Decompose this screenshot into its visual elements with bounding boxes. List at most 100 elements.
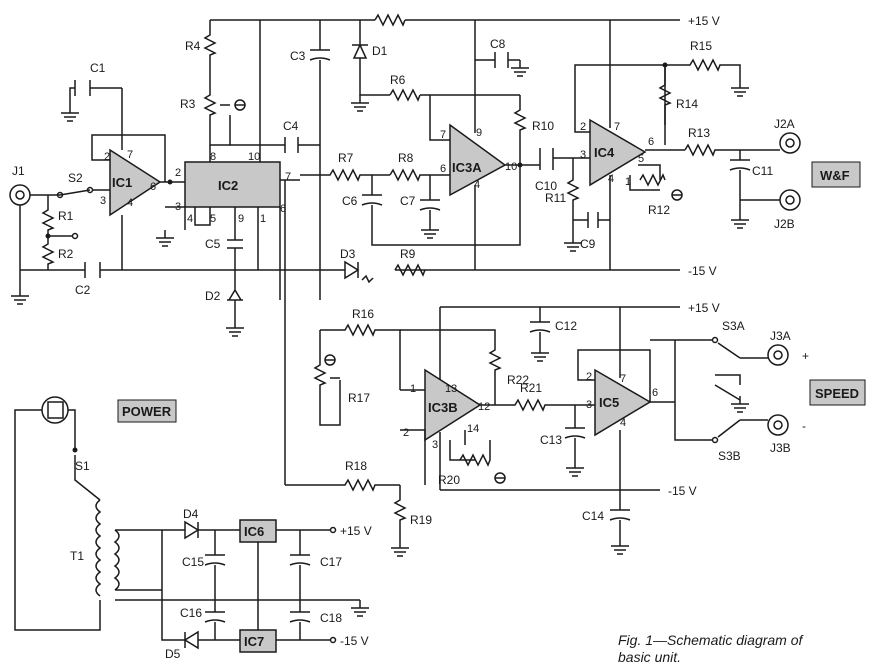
rail-minus15-label: -15 V [688,264,717,278]
capacitor-c10: C10 [535,148,590,193]
svg-text:J2A: J2A [774,117,795,131]
svg-text:+15 V: +15 V [340,524,372,538]
svg-text:POWER: POWER [122,404,172,419]
svg-text:R16: R16 [352,307,374,321]
chip-ic7: IC7 -15 V [239,629,369,653]
power-plug: S1 [14,396,101,631]
svg-text:10: 10 [505,161,517,173]
capacitor-c16: C16 [180,600,226,640]
svg-text:IC7: IC7 [244,634,264,649]
svg-text:1: 1 [410,383,416,395]
svg-text:7: 7 [614,121,620,133]
svg-text:IC2: IC2 [218,178,238,193]
svg-text:S3B: S3B [718,449,741,463]
resistor-r3: R3 [180,20,261,162]
svg-text:4: 4 [187,213,193,225]
chip-ic6: IC6 +15 V [239,519,372,543]
svg-text:D2: D2 [205,289,221,303]
capacitor-c14: C14 [582,490,631,555]
jack-j2a: J2A [774,117,801,154]
svg-text:5: 5 [210,213,216,225]
svg-text:+: + [802,349,809,363]
resistor-r4: R4 [185,20,217,80]
resistor-r8: R8 [389,151,450,182]
svg-text:6: 6 [280,203,286,215]
svg-text:2: 2 [104,151,110,163]
switch-s3: S3A S3B [711,319,768,463]
svg-text:C16: C16 [180,606,202,620]
svg-text:SPEED: SPEED [815,386,859,401]
resistor-r19: R19 [390,485,432,557]
caption-line-1: Fig. 1—Schematic diagram of [618,632,803,648]
svg-text:IC1: IC1 [112,175,132,190]
capacitor-c9: C9 [563,212,610,252]
svg-text:R9: R9 [400,247,416,261]
diode-d3: D3 [340,247,374,284]
svg-text:-: - [802,419,806,433]
capacitor-c8: C8 [475,37,530,77]
svg-text:6: 6 [652,387,658,399]
capacitor-c15: C15 [182,530,226,600]
svg-text:7: 7 [127,149,133,161]
rail-minus15-mid: -15 V [440,484,697,498]
svg-text:2: 2 [586,371,592,383]
resistor-r17: R17 [313,330,370,426]
resistor-r18: R18 [284,180,400,492]
svg-text:C3: C3 [290,49,306,63]
resistor-r11: R11 [545,158,580,235]
svg-text:R1: R1 [58,209,74,223]
chip-ic1: IC1 2 7 3 4 6 [91,88,185,270]
svg-text:2: 2 [175,167,181,179]
capacitor-c5: C5 [205,237,243,270]
svg-text:J3B: J3B [770,441,791,455]
capacitor-c3: C3 [290,20,331,300]
svg-text:3: 3 [580,149,586,161]
svg-text:R19: R19 [410,513,432,527]
svg-text:R15: R15 [690,39,712,53]
svg-text:C11: C11 [752,164,773,178]
svg-text:7: 7 [440,129,446,141]
svg-text:3: 3 [432,439,438,451]
svg-text:IC3B: IC3B [428,400,458,415]
switch-s2: S2 [48,171,122,240]
capacitor-c12: C12 [529,307,577,362]
svg-text:C5: C5 [205,237,221,251]
chip-ic5: IC5 2 7 6 3 4 [577,307,712,490]
capacitor-c2: C2 [75,262,101,297]
rail-plus15-label: +15 V [688,14,720,28]
svg-text:R8: R8 [398,151,414,165]
svg-text:C1: C1 [90,61,106,75]
svg-text:9: 9 [476,127,482,139]
resistor-r2: R2 [41,236,74,270]
svg-text:R12: R12 [648,203,670,217]
resistor-r15: R15 [665,39,750,97]
jack-j2b: J2B [740,189,801,231]
svg-text:6: 6 [440,163,446,175]
svg-text:IC3A: IC3A [452,160,482,175]
svg-text:IC6: IC6 [244,524,264,539]
resistor-r1: R1 [41,195,74,236]
svg-text:C15: C15 [182,555,204,569]
svg-text:R7: R7 [338,151,354,165]
caption-line-2: basic unit. [618,649,682,665]
label-speed: SPEED [809,379,866,406]
diode-d2: D2 [205,270,245,337]
resistor-r22: R22 [400,329,529,405]
label-power: POWER [117,399,177,423]
rail-plus15-top: +15 V [210,13,720,28]
svg-text:9: 9 [238,213,244,225]
svg-text:7: 7 [285,171,291,183]
svg-text:4: 4 [474,179,480,191]
capacitor-c17: C17 [289,530,342,600]
svg-text:4: 4 [127,197,133,209]
svg-text:R17: R17 [348,391,370,405]
svg-text:C6: C6 [342,194,358,208]
capacitor-c4: C4 [260,119,320,153]
capacitor-c13: C13 [540,405,586,477]
resistor-r16: R16 [320,307,401,390]
transformer-t1: T1 [70,499,162,597]
svg-text:S1: S1 [75,459,90,473]
svg-text:1: 1 [260,213,266,225]
svg-text:J2B: J2B [774,217,795,231]
ground-bus [115,542,360,630]
